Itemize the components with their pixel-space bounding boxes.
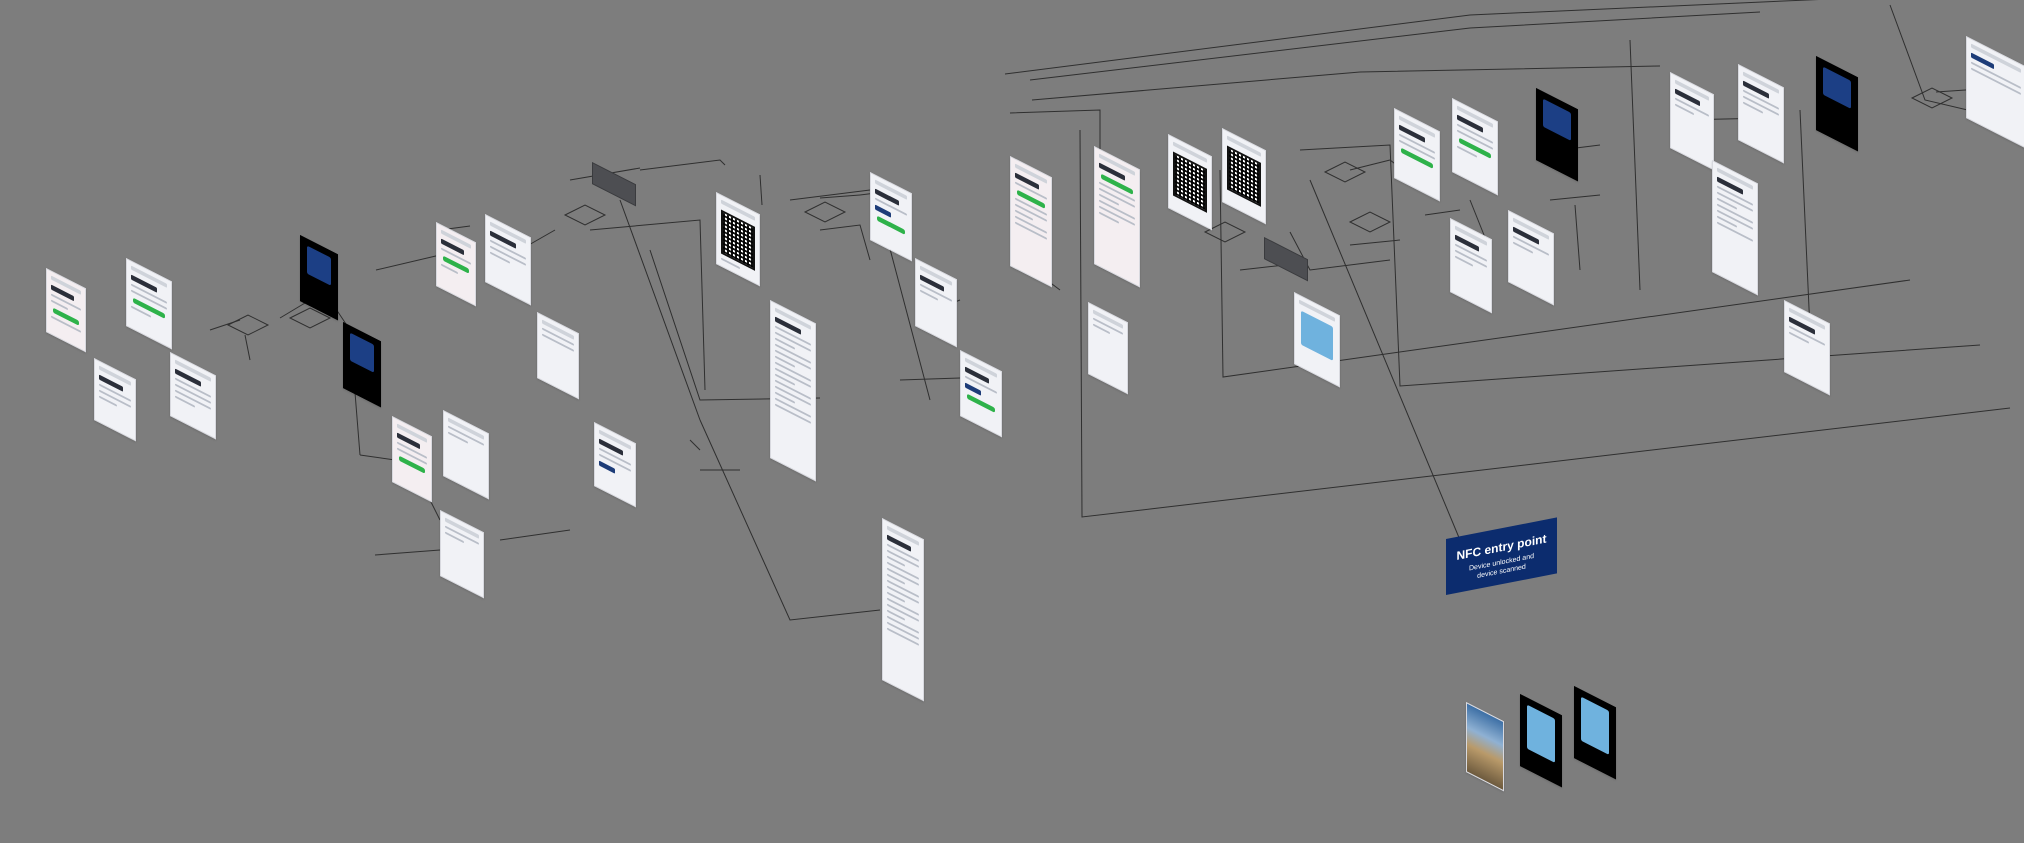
screen-card[interactable] <box>1094 146 1140 288</box>
list-screen-card[interactable] <box>770 300 816 482</box>
list-screen-card[interactable] <box>882 518 924 702</box>
list-screen-card[interactable] <box>1712 160 1758 296</box>
screen-card[interactable] <box>1010 156 1052 288</box>
